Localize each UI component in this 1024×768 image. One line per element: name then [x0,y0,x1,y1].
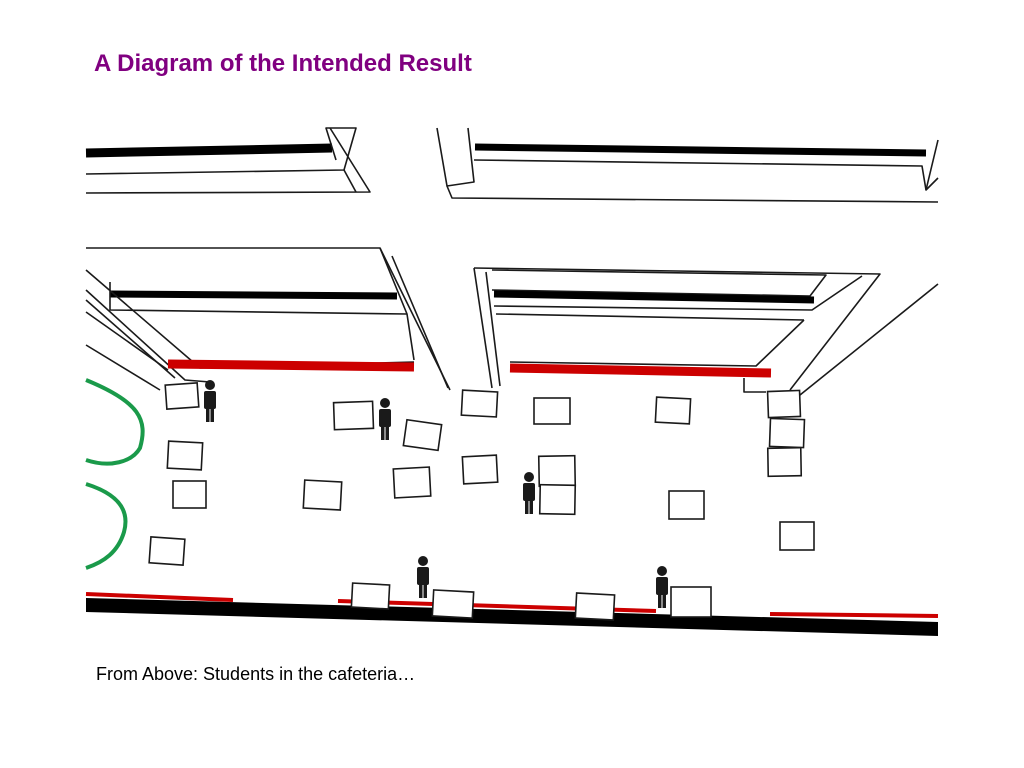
bottom-wall [85,592,939,636]
students [204,380,668,608]
table [574,592,616,621]
table [402,418,443,452]
student-figure [523,472,535,514]
table [350,582,391,610]
table [392,466,432,499]
table [668,490,705,520]
table [164,382,200,410]
slide-title: A Diagram of the Intended Result [94,50,472,77]
table [461,454,499,485]
right-serving-counter [473,267,939,396]
upper-right-shelf [436,127,939,203]
student-figure [417,556,429,598]
student-figure [656,566,668,608]
table [166,440,204,471]
table [148,535,186,567]
table [332,400,375,431]
table [537,454,577,488]
green-zone [85,378,145,570]
table [538,483,577,516]
student-figure [379,398,391,440]
table [172,480,207,509]
caption: From Above: Students in the cafeteria… [96,664,416,684]
upper-left-shelf [85,127,371,194]
table [431,589,475,619]
table [766,446,803,478]
table [670,586,712,618]
tables [148,382,815,621]
red-zone-bottom-right [769,612,939,618]
table [533,397,571,425]
table [779,521,815,551]
student-figure [204,380,216,422]
table [766,389,802,419]
table [302,479,343,511]
table [460,389,499,418]
red-zone-left-counter [167,359,415,372]
table [768,417,806,449]
red-zone-right-counter [509,363,772,378]
table [654,396,692,425]
red-zones [167,359,772,378]
red-zone-bottom-left [85,592,234,602]
